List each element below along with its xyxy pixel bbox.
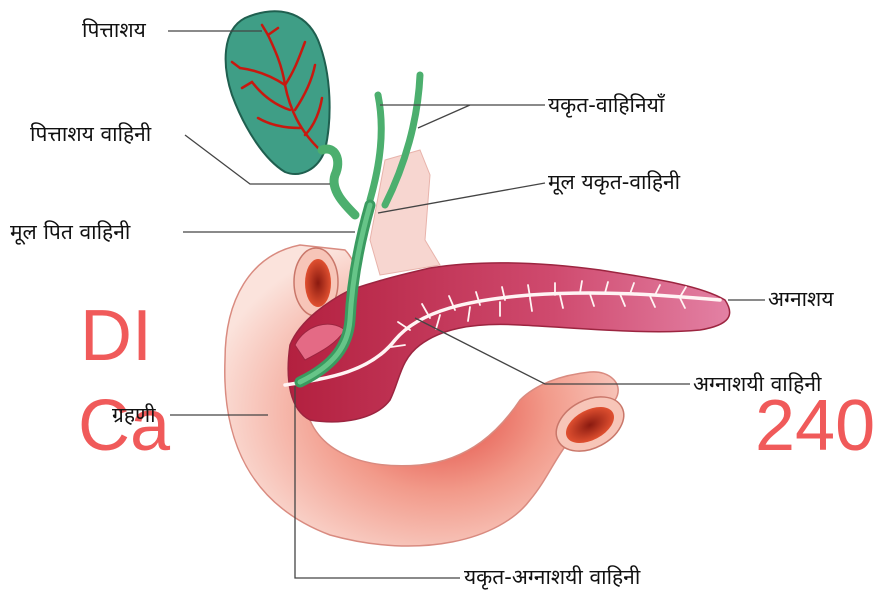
label-hepatic-ducts: यकृत-वाहिनियाँ: [548, 95, 664, 116]
label-hepatopancreatic-duct: यकृत-अग्नाशयी वाहिनी: [464, 567, 640, 588]
watermark-right: 240: [755, 390, 875, 462]
gallbladder: [226, 11, 330, 174]
label-duodenum: ग्रहणी: [112, 405, 156, 426]
duodenum-lumen-upper-inner: [305, 259, 331, 307]
label-common-bile-duct: मूल पित वाहिनी: [10, 222, 130, 243]
label-common-hepatic-duct: मूल यकृत-वाहिनी: [548, 172, 680, 193]
label-cystic-duct: पित्ताशय वाहिनी: [30, 124, 151, 145]
label-pancreas: अग्नाशय: [768, 289, 834, 310]
cystic-duct: [322, 149, 355, 215]
watermark-left-top: DI: [80, 300, 152, 372]
label-pancreatic-duct: अग्नाशयी वाहिनी: [693, 374, 821, 395]
label-gallbladder: पित्ताशय: [82, 20, 146, 41]
hepatic-duct-left: [370, 95, 381, 200]
leader-hepatic-ducts: [380, 105, 545, 128]
